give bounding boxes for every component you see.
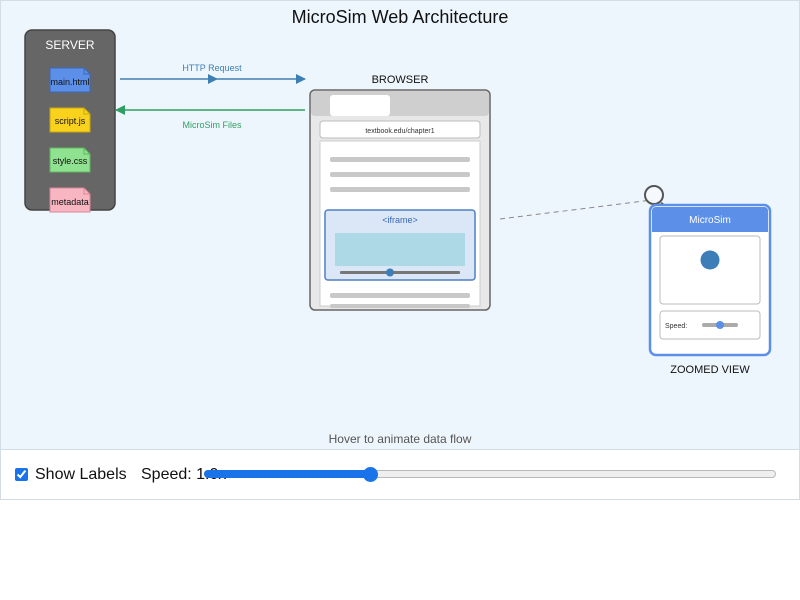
diagram-title: MicroSim Web Architecture bbox=[292, 7, 509, 27]
file-name: script.js bbox=[55, 116, 86, 126]
iframe-slider-thumb bbox=[386, 268, 394, 277]
file-name: style.css bbox=[53, 156, 88, 166]
file-icon-metadata: metadata bbox=[49, 187, 91, 213]
microsim-files-arrow: MicroSim Files bbox=[115, 105, 305, 130]
http-request-label: HTTP Request bbox=[182, 63, 242, 73]
text-line bbox=[330, 293, 470, 298]
server-node: SERVER main.html script.js style.css met… bbox=[24, 29, 116, 213]
server-label: SERVER bbox=[45, 38, 94, 52]
zoom-connector bbox=[499, 199, 653, 220]
browser-label: BROWSER bbox=[372, 74, 429, 86]
http-request-arrow: HTTP Request bbox=[120, 63, 306, 84]
iframe-slider bbox=[340, 271, 460, 274]
hover-hint: Hover to animate data flow bbox=[329, 432, 472, 446]
address-bar-url: textbook.edu/chapter1 bbox=[365, 128, 434, 135]
file-icon-script-js: script.js bbox=[49, 107, 91, 133]
text-line bbox=[330, 172, 470, 177]
microsim-files-label: MicroSim Files bbox=[182, 120, 242, 130]
iframe-canvas bbox=[335, 233, 465, 266]
show-labels-checkbox[interactable] bbox=[15, 468, 28, 481]
text-line bbox=[330, 157, 470, 162]
animated-ball bbox=[700, 250, 720, 270]
zoomed-speed-label: Speed: bbox=[665, 323, 687, 330]
architecture-diagram: MicroSim Web Architecture SERVER main.ht… bbox=[24, 7, 772, 446]
browser-tab bbox=[330, 95, 390, 116]
show-labels-label[interactable]: Show Labels bbox=[35, 466, 127, 483]
file-icon-main-html: main.html bbox=[49, 67, 91, 93]
speed-slider-thumb[interactable] bbox=[362, 467, 378, 482]
iframe-label: <iframe> bbox=[382, 215, 418, 225]
zoomed-canvas bbox=[659, 235, 761, 305]
file-name: metadata bbox=[51, 197, 89, 207]
file-icon-style-css: style.css bbox=[49, 147, 91, 173]
speed-slider-fill bbox=[204, 470, 370, 478]
iframe-embed: <iframe> bbox=[324, 209, 476, 281]
address-bar bbox=[319, 120, 481, 139]
zoomed-view-label: ZOOMED VIEW bbox=[670, 364, 750, 376]
file-name: main.html bbox=[50, 77, 89, 87]
zoomed-view: MicroSim Speed: bbox=[648, 203, 772, 357]
zoomed-header: MicroSim bbox=[689, 215, 731, 226]
text-line bbox=[330, 187, 470, 192]
text-line bbox=[330, 304, 470, 308]
browser-window: textbook.edu/chapter1 <iframe> bbox=[309, 89, 491, 311]
zoomed-speed-thumb bbox=[716, 321, 724, 329]
